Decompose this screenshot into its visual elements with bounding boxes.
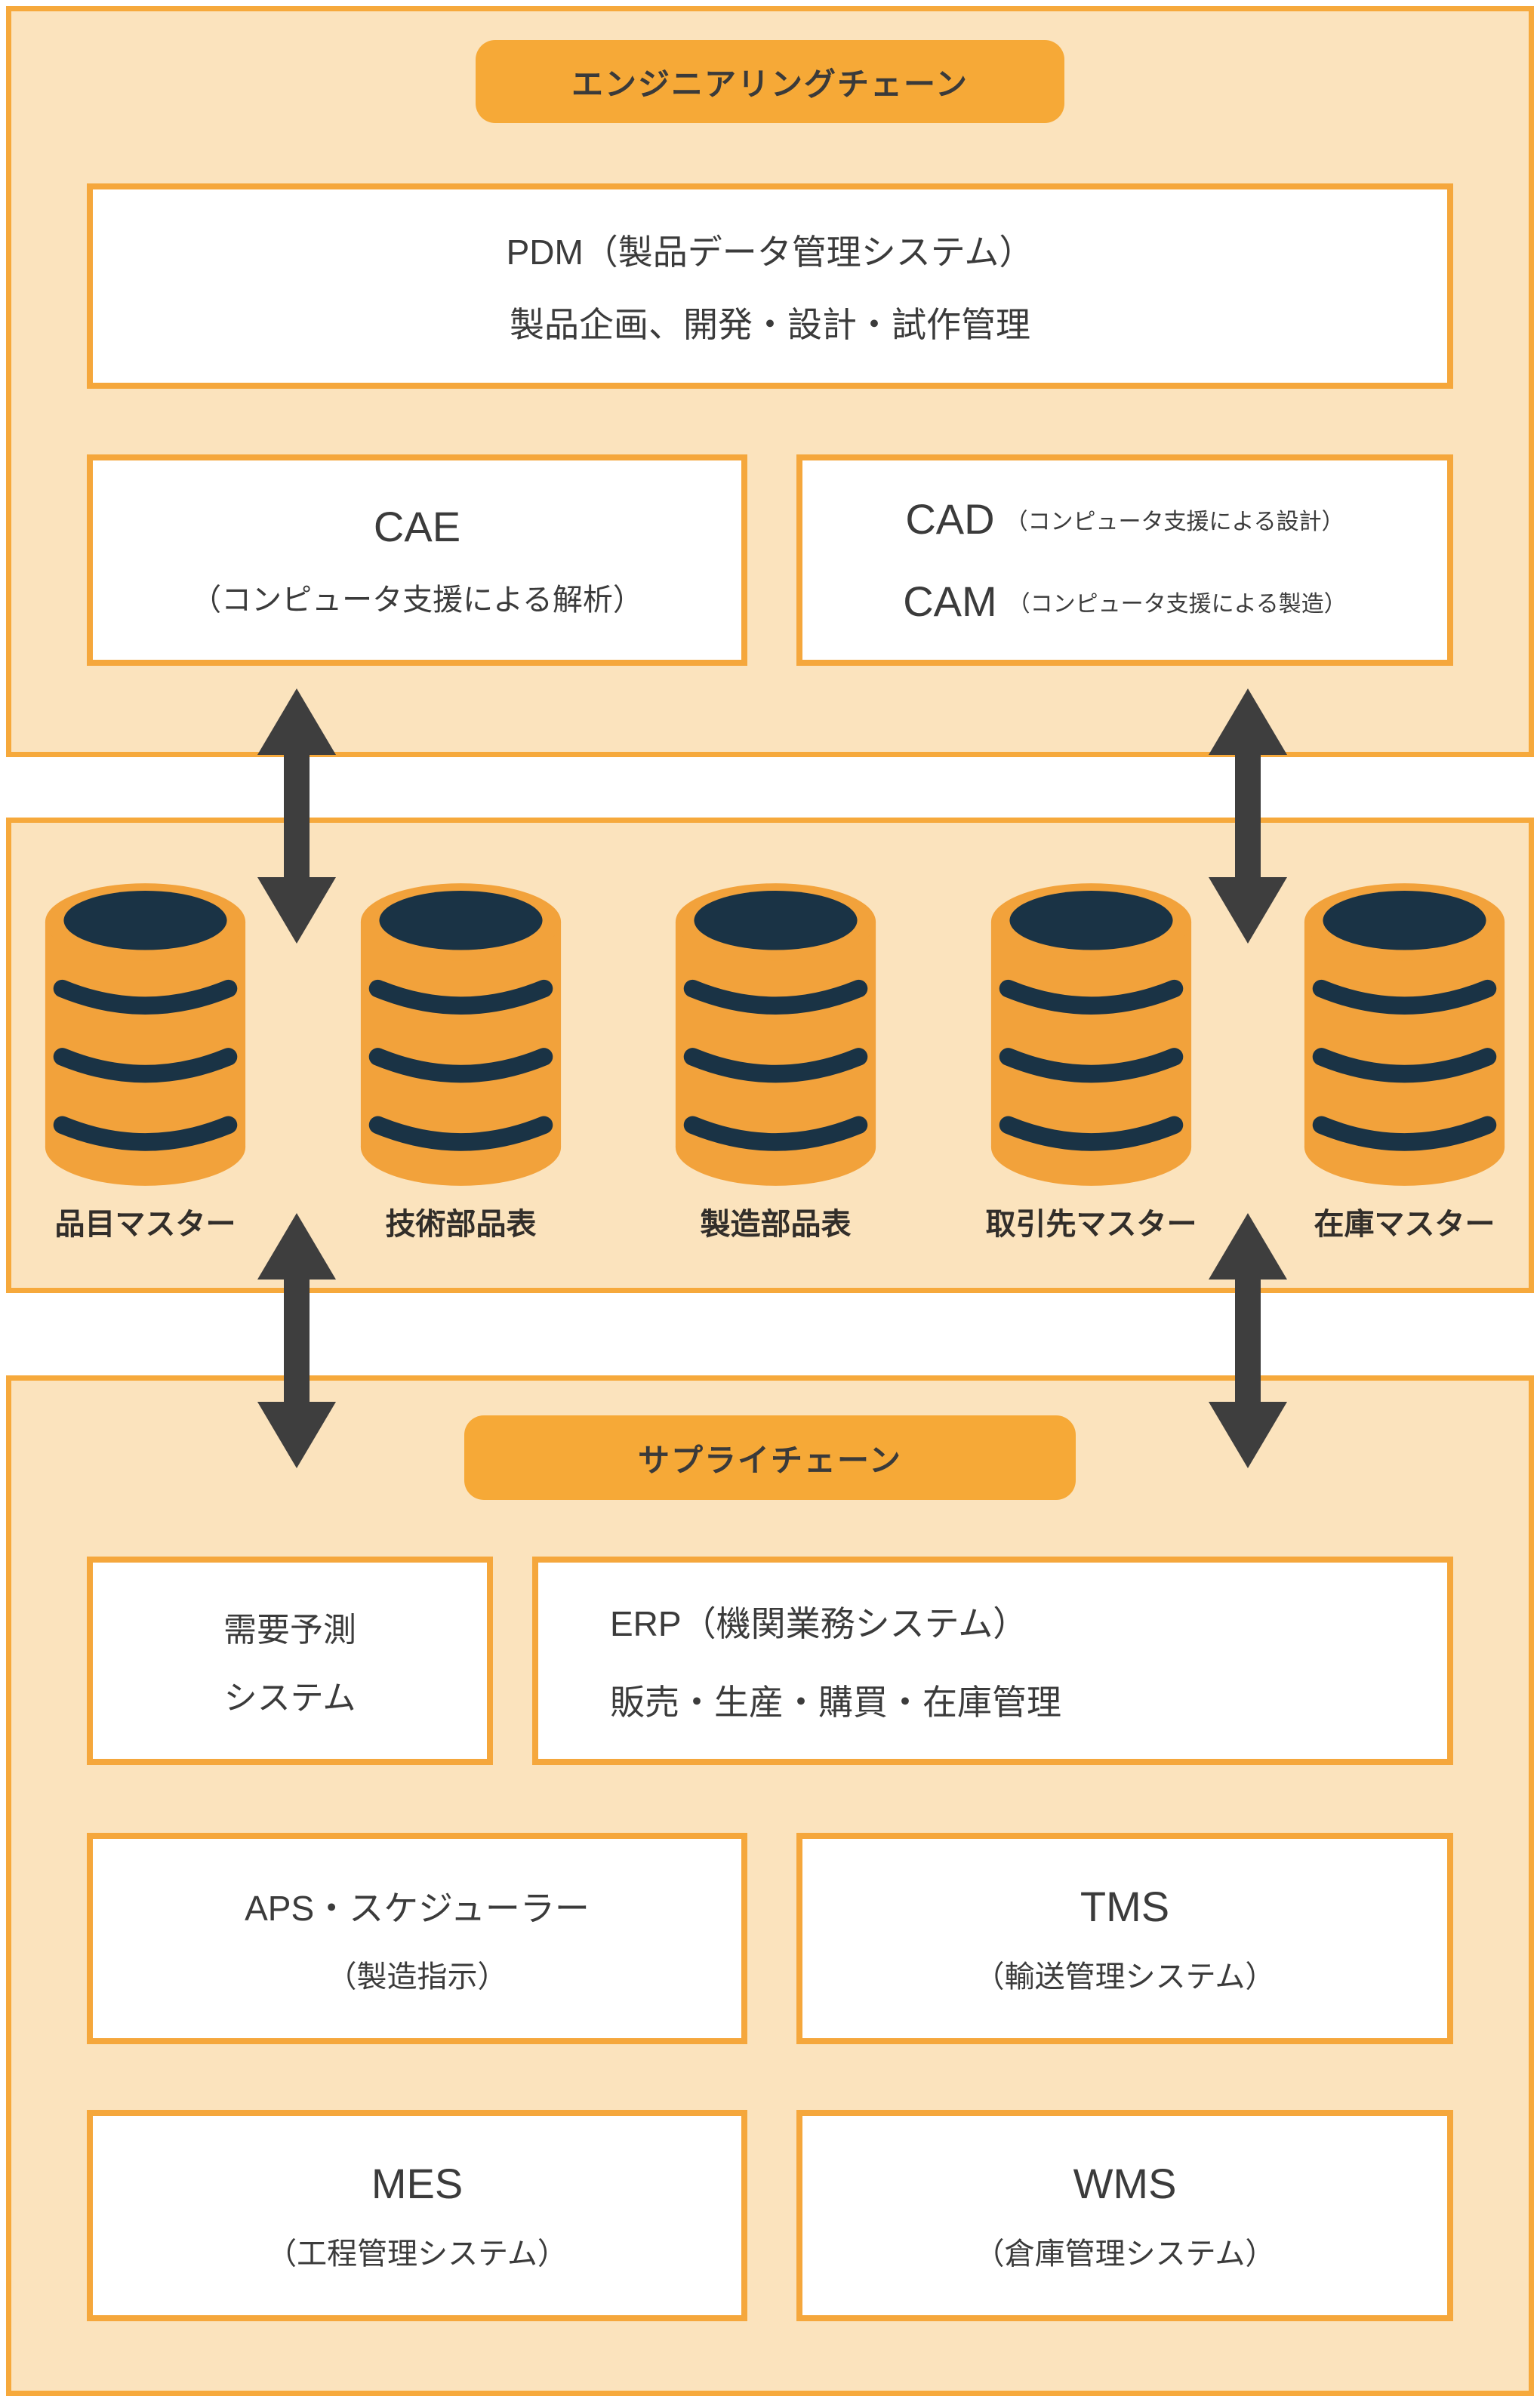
pdm-box: PDM（製品データ管理システム） 製品企画、開発・設計・試作管理 bbox=[87, 183, 1453, 389]
database-engineering-bom: 技術部品表 bbox=[357, 878, 565, 1255]
wms-title: WMS bbox=[1073, 2159, 1177, 2207]
cad-cam-box: CAD （コンピュータ支援による設計） CAM （コンピュータ支援による製造） bbox=[796, 454, 1453, 666]
tms-title: TMS bbox=[1080, 1882, 1170, 1930]
mes-subtitle: （工程管理システム） bbox=[266, 2237, 568, 2271]
cam-title: CAM bbox=[903, 577, 997, 625]
pdm-title: PDM（製品データ管理システム） bbox=[506, 233, 1034, 272]
database-label: 在庫マスター bbox=[1314, 1208, 1495, 1241]
database-inventory-master: 在庫マスター bbox=[1301, 878, 1508, 1255]
database-label: 技術部品表 bbox=[385, 1208, 537, 1241]
aps-title: APS・スケジューラー bbox=[245, 1889, 590, 1928]
cad-subtitle: （コンピュータ支援による設計） bbox=[1005, 509, 1344, 534]
aps-subtitle: （製造指示） bbox=[326, 1960, 508, 1994]
database-cylinder-icon bbox=[990, 883, 1192, 1186]
cae-box: CAE （コンピュータ支援による解析） bbox=[87, 454, 747, 666]
cam-subtitle: （コンピュータ支援による製造） bbox=[1007, 591, 1347, 617]
demand-forecast-line1: 需要予測 bbox=[223, 1612, 356, 1649]
database-label: 品目マスター bbox=[54, 1208, 236, 1241]
database-cylinder-icon bbox=[675, 883, 876, 1186]
double-arrow-icon bbox=[1209, 1213, 1287, 1468]
supply-chain-badge: サプライチェーン bbox=[464, 1415, 1076, 1500]
engineering-chain-badge: エンジニアリングチェーン bbox=[476, 40, 1064, 123]
mes-title: MES bbox=[371, 2159, 464, 2207]
tms-subtitle: （輸送管理システム） bbox=[974, 1960, 1276, 1994]
engineering-chain-badge-label: エンジニアリングチェーン bbox=[571, 66, 969, 102]
database-cylinder-icon bbox=[360, 883, 562, 1186]
database-cylinder-icon bbox=[45, 883, 246, 1186]
database-label: 取引先マスター bbox=[985, 1208, 1197, 1241]
pdm-subtitle: 製品企画、開発・設計・試作管理 bbox=[510, 305, 1030, 344]
cad-row: CAD （コンピュータ支援による設計） bbox=[905, 494, 1344, 544]
cae-subtitle: （コンピュータ支援による解析） bbox=[191, 583, 643, 617]
double-arrow-icon bbox=[257, 1213, 336, 1468]
database-cylinder-icon bbox=[1304, 883, 1505, 1186]
erp-box: ERP（機関業務システム） 販売・生産・購買・在庫管理 bbox=[532, 1557, 1453, 1765]
wms-box: WMS （倉庫管理システム） bbox=[796, 2110, 1453, 2321]
double-arrow-icon bbox=[1209, 688, 1287, 944]
erp-title: ERP（機関業務システム） bbox=[610, 1604, 1028, 1643]
cad-title: CAD bbox=[905, 495, 995, 543]
cae-title: CAE bbox=[373, 502, 461, 550]
database-item-master: 品目マスター bbox=[42, 878, 249, 1255]
erp-subtitle: 販売・生産・購買・在庫管理 bbox=[610, 1683, 1061, 1722]
tms-box: TMS （輸送管理システム） bbox=[796, 1833, 1453, 2044]
supply-chain-badge-label: サプライチェーン bbox=[638, 1442, 902, 1478]
database-label: 製造部品表 bbox=[700, 1208, 852, 1241]
demand-forecast-line2: システム bbox=[223, 1680, 356, 1717]
demand-forecast-box: 需要予測 システム bbox=[87, 1557, 493, 1765]
cam-row: CAM （コンピュータ支援による製造） bbox=[903, 577, 1347, 626]
double-arrow-icon bbox=[257, 688, 336, 944]
mes-box: MES （工程管理システム） bbox=[87, 2110, 747, 2321]
database-supplier-master: 取引先マスター bbox=[985, 878, 1197, 1255]
aps-box: APS・スケジューラー （製造指示） bbox=[87, 1833, 747, 2044]
database-manufacturing-bom: 製造部品表 bbox=[672, 878, 879, 1255]
wms-subtitle: （倉庫管理システム） bbox=[974, 2237, 1276, 2271]
